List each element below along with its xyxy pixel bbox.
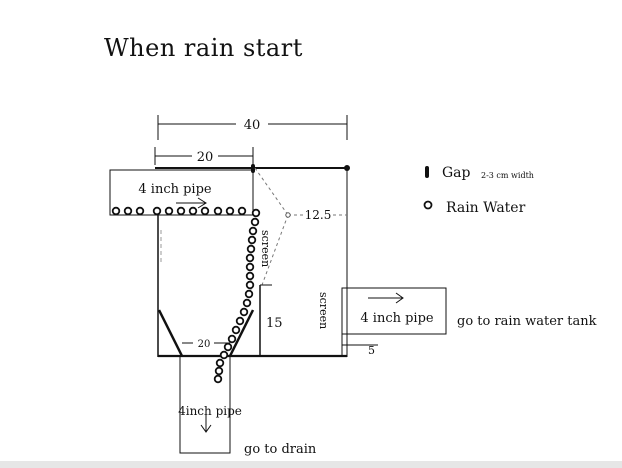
dimension-inlet-width-label: 20 [197, 150, 214, 165]
gap-marker [251, 164, 255, 173]
legend: Gap 2-3 cm width Rain Water [423, 165, 534, 216]
dimension-total-width [157, 115, 348, 140]
drain-pipe [179, 355, 231, 454]
drain-pipe-label: 4inch pipe [178, 404, 242, 418]
filter-box [155, 167, 348, 358]
rain-water-column [213, 208, 261, 384]
legend-gap-note: 2-3 cm width [481, 171, 534, 180]
legend-water-symbol [423, 200, 433, 210]
dimension-outlet-height-label: 15 [266, 316, 283, 331]
bottom-edge-band [0, 461, 622, 468]
destination-drain-label: go to drain [244, 442, 317, 457]
destination-tank-label: go to rain water tank [457, 314, 597, 329]
legend-gap-symbol [425, 166, 429, 178]
inner-partitions [160, 230, 252, 300]
legend-gap-label: Gap [442, 165, 471, 181]
inlet-pipe-label: 4 inch pipe [138, 182, 212, 197]
dimension-screen-offset [254, 167, 347, 286]
dimension-point [285, 212, 291, 218]
gap-marker-corner [344, 165, 350, 171]
dimension-bottom-width-label: 20 [198, 339, 211, 350]
overflow-wall [259, 284, 272, 356]
outlet-pipe-label: 4 inch pipe [360, 311, 434, 326]
legend-water-label: Rain Water [446, 200, 526, 216]
rain-water-row [111, 206, 247, 216]
outlet-pipe [341, 287, 447, 355]
screen-label-left: screen [259, 230, 272, 267]
dimension-outlet-offset-label: 5 [368, 344, 375, 357]
dimension-total-width-label: 40 [244, 118, 261, 133]
dimension-screen-offset-label: 12.5 [305, 208, 332, 222]
screen-label-right: screen [317, 292, 330, 329]
diagram-title: When rain start [104, 34, 303, 62]
hopper [157, 309, 255, 357]
dimension-inlet-width [154, 147, 254, 165]
